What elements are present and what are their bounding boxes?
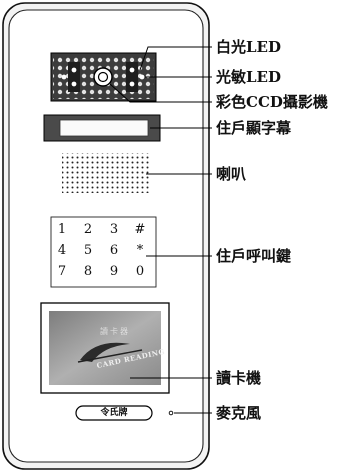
right-led-cluster-icon — [129, 67, 135, 73]
key-1[interactable]: 1 — [57, 222, 67, 237]
callout-resident-display: 住戶顯字幕 — [216, 119, 292, 137]
key-2[interactable]: 2 — [83, 222, 93, 237]
key-0[interactable]: 0 — [135, 264, 145, 279]
key-hash[interactable]: # — [134, 222, 146, 237]
callout-light-sensor-led: 光敏LED — [216, 68, 281, 86]
callout-speaker: 喇叭 — [216, 165, 247, 183]
speaker-grille — [62, 153, 150, 193]
keypad-frame — [50, 216, 157, 288]
brand-plate-text: 令氏牌 — [100, 408, 128, 418]
key-star[interactable]: * — [136, 243, 144, 258]
card-swoosh-icon — [80, 342, 130, 362]
callout-microphone: 麥克風 — [216, 404, 262, 422]
microphone-hole-icon — [168, 410, 174, 416]
callout-card-reader: 讀卡機 — [216, 369, 262, 387]
key-4[interactable]: 4 — [57, 243, 67, 258]
key-6[interactable]: 6 — [109, 243, 119, 258]
leader-ccd-camera — [109, 83, 212, 103]
key-9[interactable]: 9 — [109, 264, 119, 279]
card-chars: 讀卡器 — [100, 327, 130, 336]
key-7[interactable]: 7 — [57, 264, 67, 279]
leader-white-led — [139, 46, 212, 71]
key-8[interactable]: 8 — [83, 264, 93, 279]
callout-white-led: 白光LED — [216, 38, 281, 56]
callout-resident-call-keys: 住戶呼叫鍵 — [216, 247, 292, 265]
key-5[interactable]: 5 — [83, 243, 93, 258]
brand-plate — [75, 405, 153, 421]
callout-ccd-camera: 彩色CCD攝影機 — [216, 93, 328, 111]
key-3[interactable]: 3 — [109, 222, 119, 237]
left-led-cluster-icon — [71, 67, 77, 73]
